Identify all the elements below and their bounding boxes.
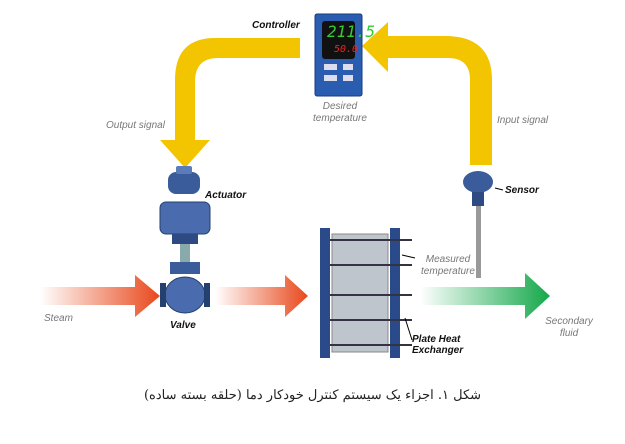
desired-temperature-label: Desired temperature (313, 101, 367, 124)
output-signal-arrow (160, 38, 300, 168)
output-signal-label: Output signal (106, 120, 165, 131)
figure-caption: شکل ۱. اجزاء یک سیستم کنترل خودکار دما (… (143, 388, 482, 403)
secondary-fluid-label: Secondary fluid (545, 316, 593, 339)
input-signal-arrow (362, 22, 492, 165)
process-value-display: 211.5 (327, 22, 376, 41)
valve-label: Valve (170, 320, 196, 331)
measured-temperature-label: Measured temperature (421, 254, 475, 277)
secondary-fluid-arrow (420, 273, 550, 319)
plate-heat-exchanger (320, 228, 413, 358)
actuator-label: Actuator (205, 190, 247, 201)
plate-heat-exchanger-label: Plate Heat Exchanger (412, 334, 464, 356)
steam-arrow-2 (215, 275, 308, 317)
steam-arrow (40, 275, 160, 317)
steam-label: Steam (44, 313, 73, 324)
setpoint-display: 50.0 (334, 44, 359, 55)
sensor-label: Sensor (505, 185, 539, 196)
input-signal-label: Input signal (497, 115, 549, 126)
controller-device (314, 13, 363, 97)
control-valve (159, 166, 211, 314)
temperature-sensor (463, 171, 504, 278)
controller-label: Controller (252, 20, 300, 31)
